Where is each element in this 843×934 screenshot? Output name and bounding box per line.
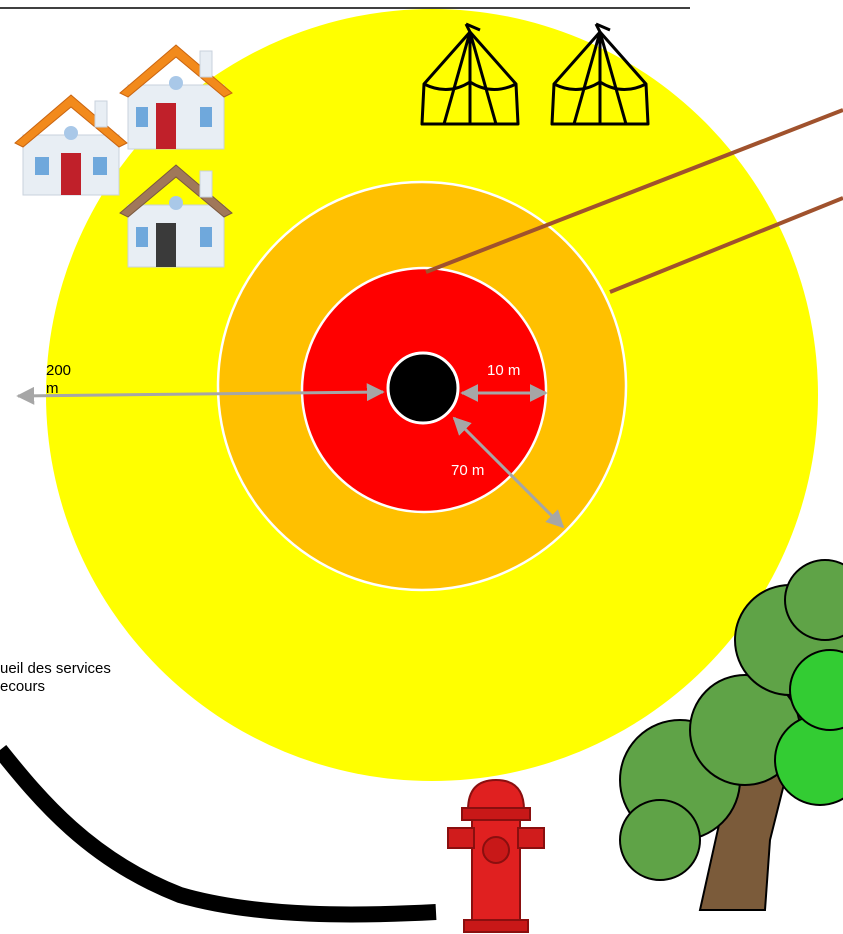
center-point <box>388 353 458 423</box>
assembly-point-label-line2: ecours <box>0 678 45 696</box>
house-icon <box>120 45 232 149</box>
label-10m: 10 m <box>487 362 520 380</box>
assembly-point-label-line1: ueil des services <box>0 660 111 678</box>
house-icon <box>15 95 127 195</box>
label-70m: 70 m <box>451 462 484 480</box>
fire-hydrant-icon <box>448 780 544 932</box>
label-200m: 200 m <box>46 362 82 398</box>
